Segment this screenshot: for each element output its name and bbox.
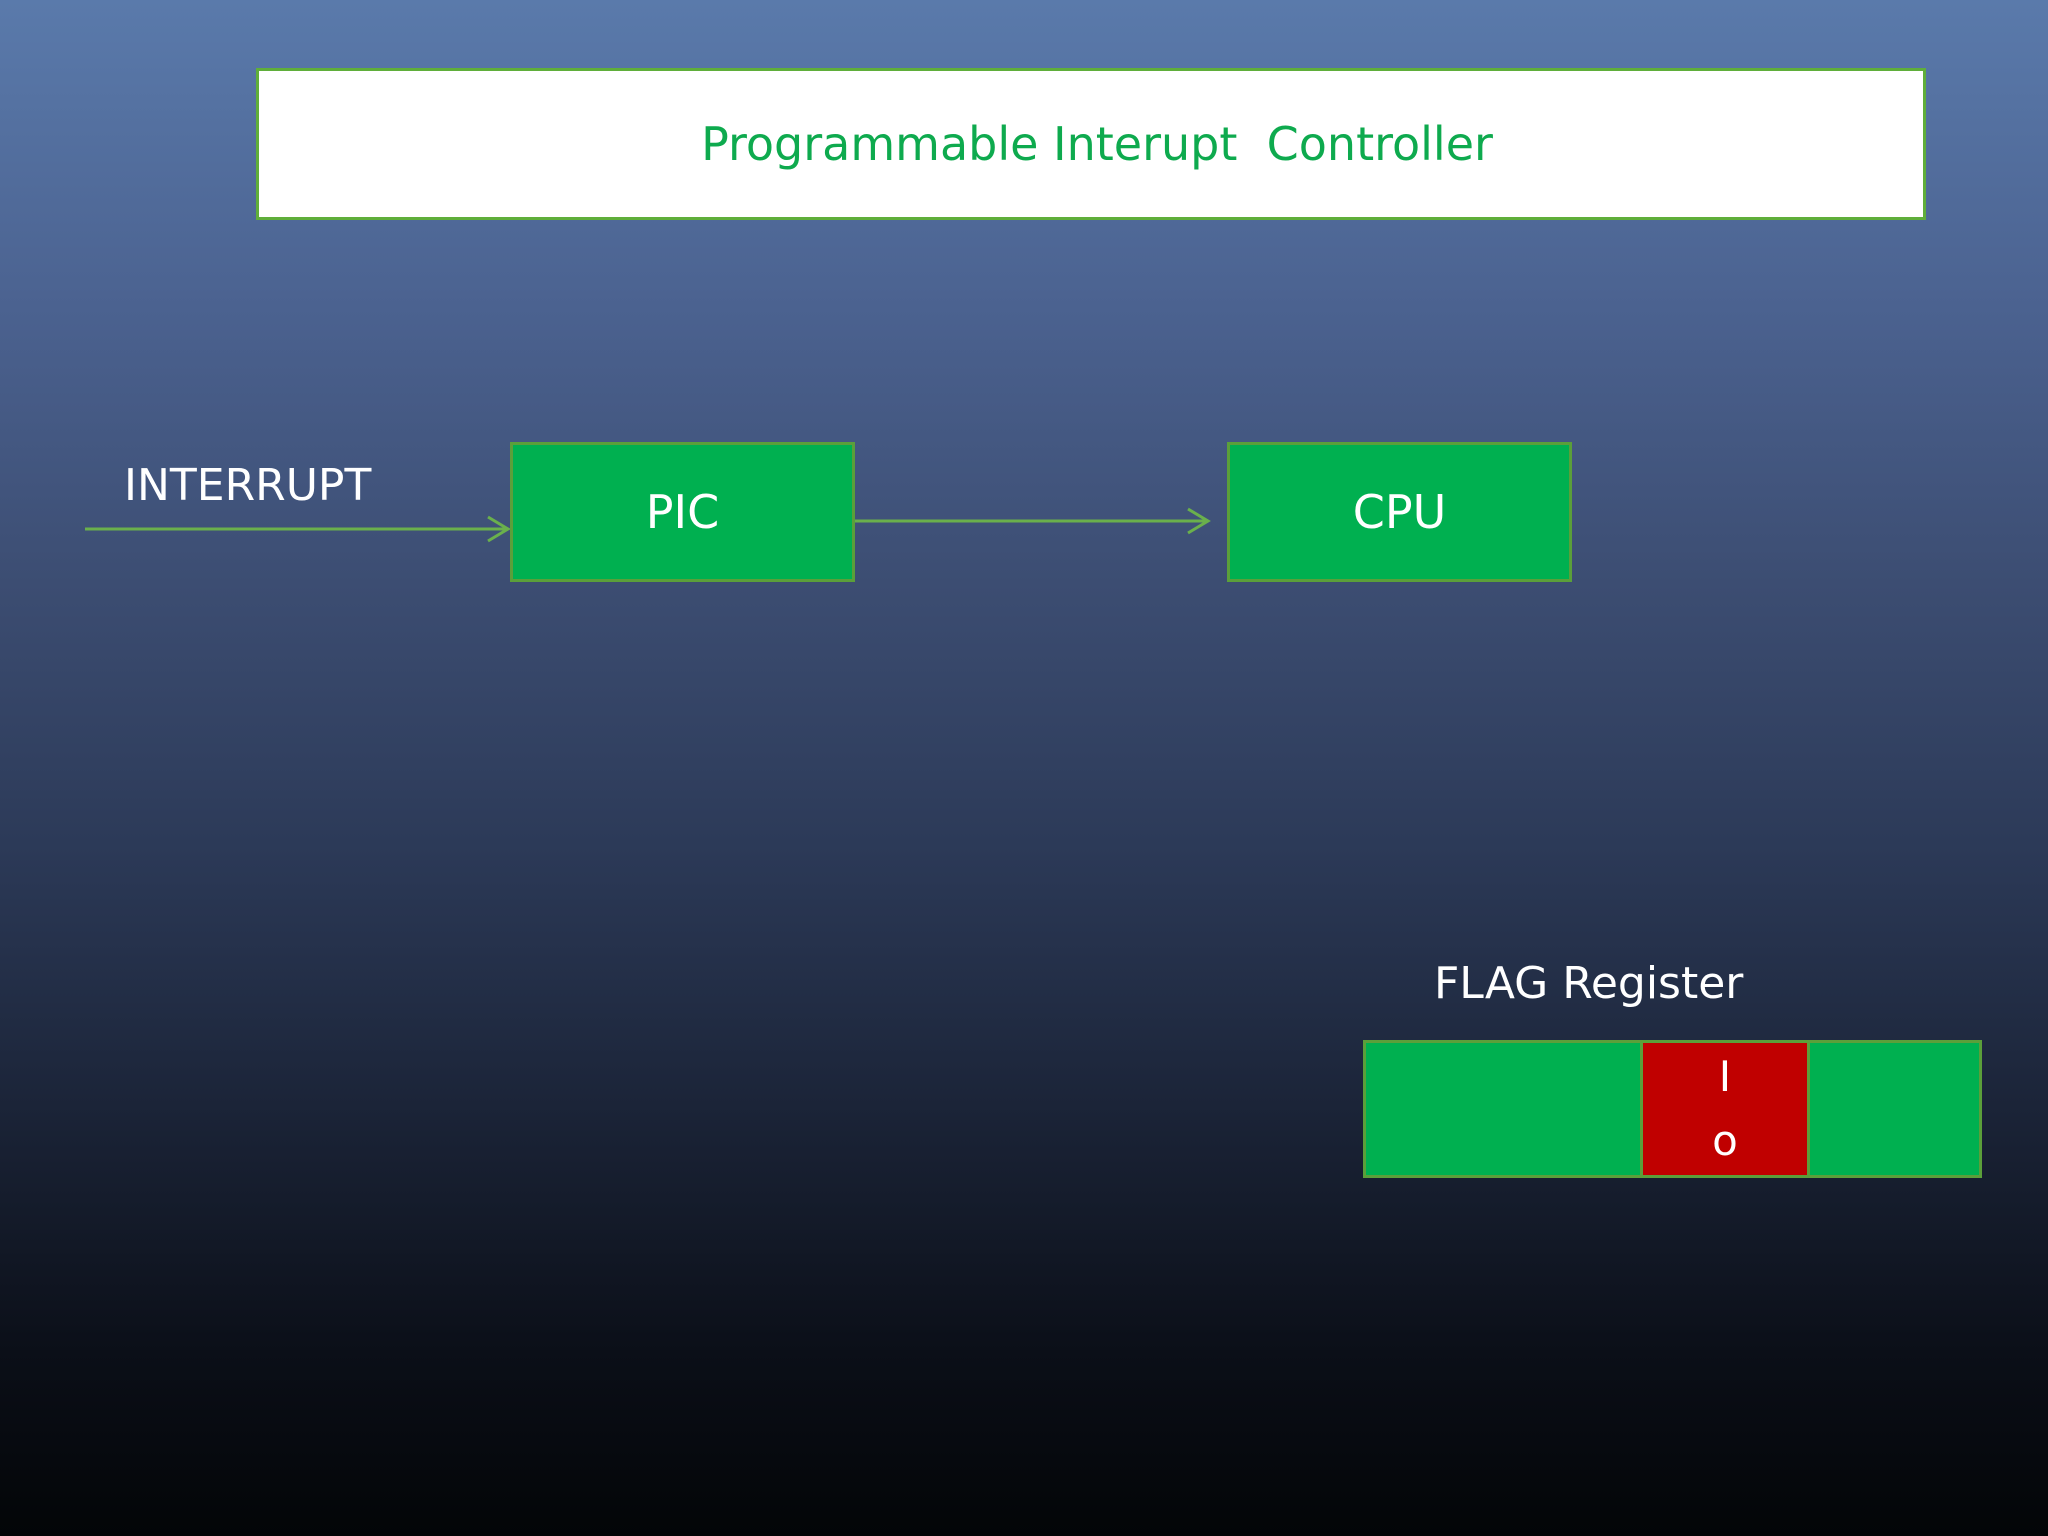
cpu-label: CPU <box>1352 485 1447 539</box>
flag-register: I o <box>1363 1040 1982 1178</box>
pic-block: PIC <box>510 442 855 582</box>
interrupt-label: INTERRUPT <box>124 460 372 511</box>
slide-title: Programmable Interupt Controller <box>701 117 1493 171</box>
flag-bit-name: I <box>1718 1052 1732 1101</box>
pic-to-cpu-arrow-head <box>1187 507 1211 535</box>
interrupt-arrow-head <box>487 515 511 543</box>
flag-bit-value: o <box>1712 1116 1738 1165</box>
title-box: Programmable Interupt Controller <box>256 68 1926 220</box>
interrupt-flag-bit: I o <box>1640 1043 1810 1175</box>
cpu-block: CPU <box>1227 442 1572 582</box>
flag-register-label: FLAG Register <box>1434 958 1744 1009</box>
pic-label: PIC <box>645 485 720 539</box>
